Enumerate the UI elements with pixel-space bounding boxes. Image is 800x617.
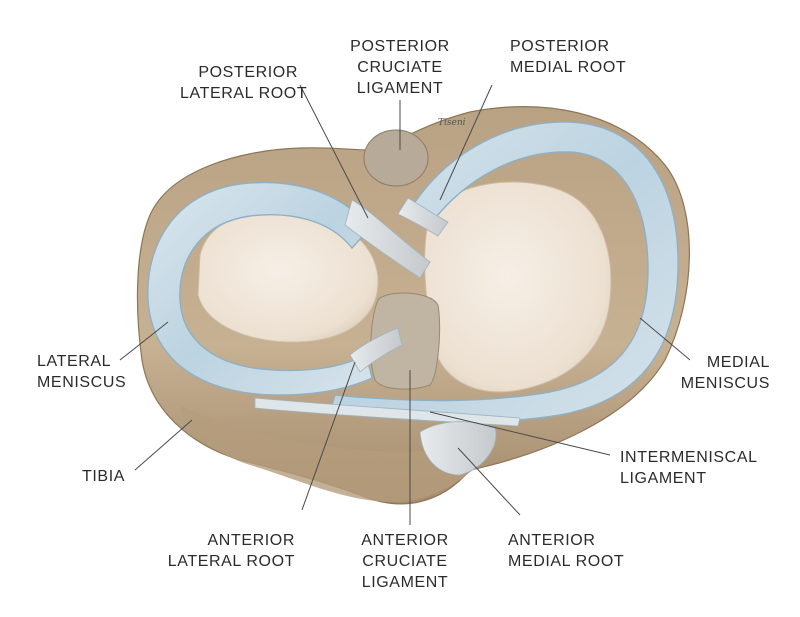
label-anterior-lateral-root: ANTERIOR LATERAL ROOT — [167, 532, 295, 570]
leader-intermeniscal-ligament — [429, 411, 611, 456]
lateral-meniscus-shape — [147, 181, 373, 396]
anterior-lateral-root-shape — [349, 327, 403, 373]
label-intermeniscal-ligament: INTERMENISCAL LIGAMENT — [620, 449, 758, 487]
label-lateral-meniscus: LATERAL MENISCUS — [37, 353, 127, 391]
leader-lateral-meniscus — [119, 321, 169, 361]
leader-anterior-lateral-root — [301, 361, 356, 511]
label-tibia: TIBIA — [82, 468, 126, 485]
label-anterior-medial-root: ANTERIOR MEDIAL ROOT — [508, 532, 625, 570]
leader-anterior-medial-root — [457, 447, 521, 516]
tibia-anterior-surface — [180, 405, 500, 503]
pcl-stump — [363, 129, 429, 187]
label-posterior-cruciate-ligament: POSTERIOR CRUCIATE LIGAMENT — [350, 38, 450, 97]
label-anterior-cruciate-ligament: ANTERIOR CRUCIATE LIGAMENT — [361, 532, 449, 591]
intermeniscal-ligament-shape — [254, 397, 521, 427]
label-posterior-medial-root: POSTERIOR MEDIAL ROOT — [510, 38, 627, 76]
label-posterior-lateral-root: POSTERIOR LATERAL ROOT — [180, 64, 308, 102]
leader-posterior-lateral-root — [299, 84, 369, 219]
posterior-lateral-root-shape — [344, 199, 431, 279]
posterior-medial-root-shape — [397, 197, 449, 237]
leader-medial-meniscus — [639, 317, 691, 361]
artist-signature: Tiseni — [438, 118, 466, 128]
label-medial-meniscus: MEDIAL MENISCUS — [680, 354, 770, 392]
leader-posterior-medial-root — [439, 84, 493, 201]
leader-tibia — [134, 419, 193, 471]
